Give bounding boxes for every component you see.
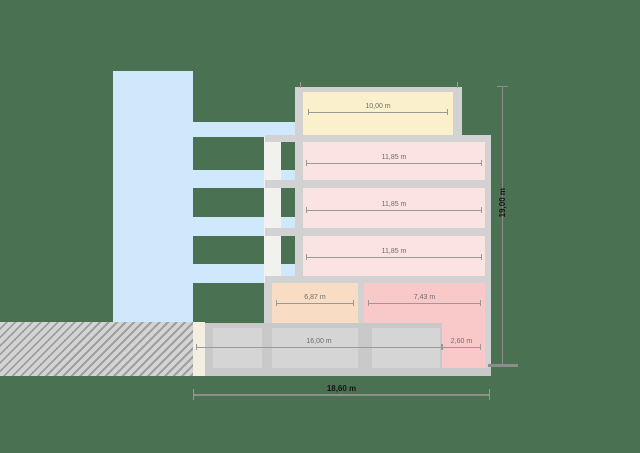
dim-ground-left-width: 6,87 m bbox=[276, 293, 354, 306]
dim-line bbox=[193, 394, 490, 396]
exterior-wall-right bbox=[485, 135, 491, 368]
exterior-wall-left bbox=[295, 87, 303, 283]
dim-end-tick bbox=[497, 86, 508, 87]
dim-end-tick bbox=[193, 389, 194, 400]
basement-room bbox=[213, 328, 262, 368]
overall-height-label: 19,00 m bbox=[498, 188, 507, 218]
dim-label: 10,00 m bbox=[365, 103, 391, 110]
floor-room-2 bbox=[303, 188, 485, 228]
dim-ground-right-width: 7,43 m bbox=[368, 293, 481, 306]
dim-label: 6,87 m bbox=[304, 294, 326, 301]
dim-label: 16,00 m bbox=[306, 338, 332, 345]
floor-slab bbox=[265, 135, 491, 142]
ground-wall-left bbox=[264, 283, 272, 323]
dim-label: 11,85 m bbox=[381, 201, 407, 208]
dim-overall-height: 19,00 m bbox=[480, 80, 525, 380]
ground-hatch bbox=[0, 322, 193, 376]
balcony-band bbox=[193, 122, 295, 137]
penthouse-wall-right bbox=[453, 87, 462, 142]
dim-floor3-width: 11,85 m bbox=[306, 153, 482, 166]
floor-slab bbox=[265, 228, 491, 236]
overall-width-label: 18,60 m bbox=[326, 384, 357, 393]
dim-penthouse-width: 10,00 m bbox=[308, 102, 448, 115]
floor-slab bbox=[265, 180, 491, 188]
corner-tick bbox=[300, 82, 301, 88]
dim-overall-width: 18,60 m bbox=[193, 384, 490, 402]
facade-column bbox=[264, 137, 281, 283]
dim-floor1-width: 11,85 m bbox=[306, 247, 482, 260]
ground-level-tick bbox=[488, 364, 518, 367]
basement-room bbox=[272, 328, 358, 368]
dim-line bbox=[502, 87, 503, 367]
corner-tick bbox=[457, 82, 458, 88]
sky-tower bbox=[113, 71, 193, 322]
basement-shaft bbox=[442, 323, 485, 368]
dim-basement-right-width: 2,60 m bbox=[442, 337, 481, 350]
penthouse-roof bbox=[295, 87, 462, 92]
basement-room bbox=[372, 328, 440, 368]
penthouse-room bbox=[303, 92, 453, 135]
dim-label: 11,85 m bbox=[381, 154, 407, 161]
dim-label: 2,60 m bbox=[450, 338, 473, 345]
dim-label: 11,85 m bbox=[381, 248, 407, 255]
dim-end-tick bbox=[489, 389, 490, 400]
floor-room-3 bbox=[303, 142, 485, 180]
floor-room-1 bbox=[303, 236, 485, 276]
ground-partition-wall bbox=[358, 283, 364, 323]
floor-slab bbox=[265, 276, 491, 283]
dim-label: 7,43 m bbox=[413, 294, 436, 301]
dim-basement-width: 16,00 m bbox=[196, 337, 442, 350]
foundation-strip bbox=[193, 322, 205, 376]
dim-floor2-width: 11,85 m bbox=[306, 200, 482, 213]
